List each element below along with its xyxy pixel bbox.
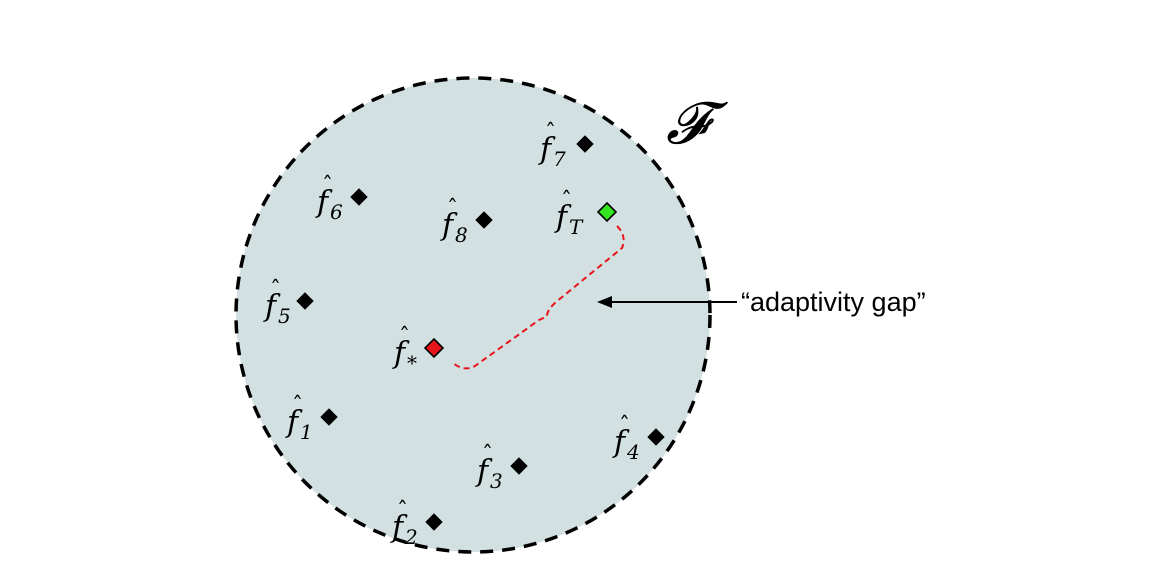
f8-marker — [475, 211, 493, 229]
f1-label-sub: 1 — [300, 420, 313, 444]
callout-label: “adaptivity gap” — [741, 287, 926, 317]
fT-label-hat: ˆ — [561, 189, 572, 214]
f3-marker — [510, 457, 528, 475]
f1-marker — [320, 408, 338, 426]
point-markers — [296, 135, 665, 531]
f6-label-hat: ˆ — [322, 174, 333, 199]
fstar-label-sub: * — [407, 351, 417, 375]
fstar-label-hat: ˆ — [399, 325, 410, 350]
fT-marker — [596, 201, 618, 223]
f5-marker — [296, 292, 314, 310]
f4-label-sub: 4 — [626, 440, 640, 464]
f5-label-sub: 5 — [278, 304, 291, 328]
f1-label-hat: ˆ — [292, 394, 303, 419]
fstar-marker — [423, 337, 445, 359]
fT-label-sub: T — [569, 215, 584, 239]
f8-label-sub: 8 — [455, 223, 468, 247]
f6-marker — [350, 188, 368, 206]
f8-label-hat: ˆ — [447, 197, 458, 222]
f5-label-hat: ˆ — [270, 278, 281, 303]
f2-label: fˆ2 — [390, 499, 418, 549]
f4-label: fˆ4 — [612, 414, 640, 464]
function-class-label: 𝓕 — [666, 89, 729, 157]
f3-label-sub: 3 — [490, 469, 503, 493]
f2-label-sub: 2 — [404, 525, 418, 549]
f3-label-hat: ˆ — [482, 443, 493, 468]
callout-arrow — [597, 296, 737, 308]
f7-label-sub: 7 — [553, 147, 566, 171]
f6-label-sub: 6 — [330, 200, 343, 224]
f2-marker — [425, 513, 443, 531]
f4-marker — [647, 428, 665, 446]
f4-label-hat: ˆ — [619, 414, 630, 439]
f7-label-hat: ˆ — [545, 121, 556, 146]
f2-label-hat: ˆ — [397, 499, 408, 524]
fT-label: fˆT — [554, 189, 584, 239]
function-class-disk — [234, 76, 712, 554]
adaptivity-gap-path — [452, 225, 625, 370]
f7-marker — [576, 135, 594, 153]
